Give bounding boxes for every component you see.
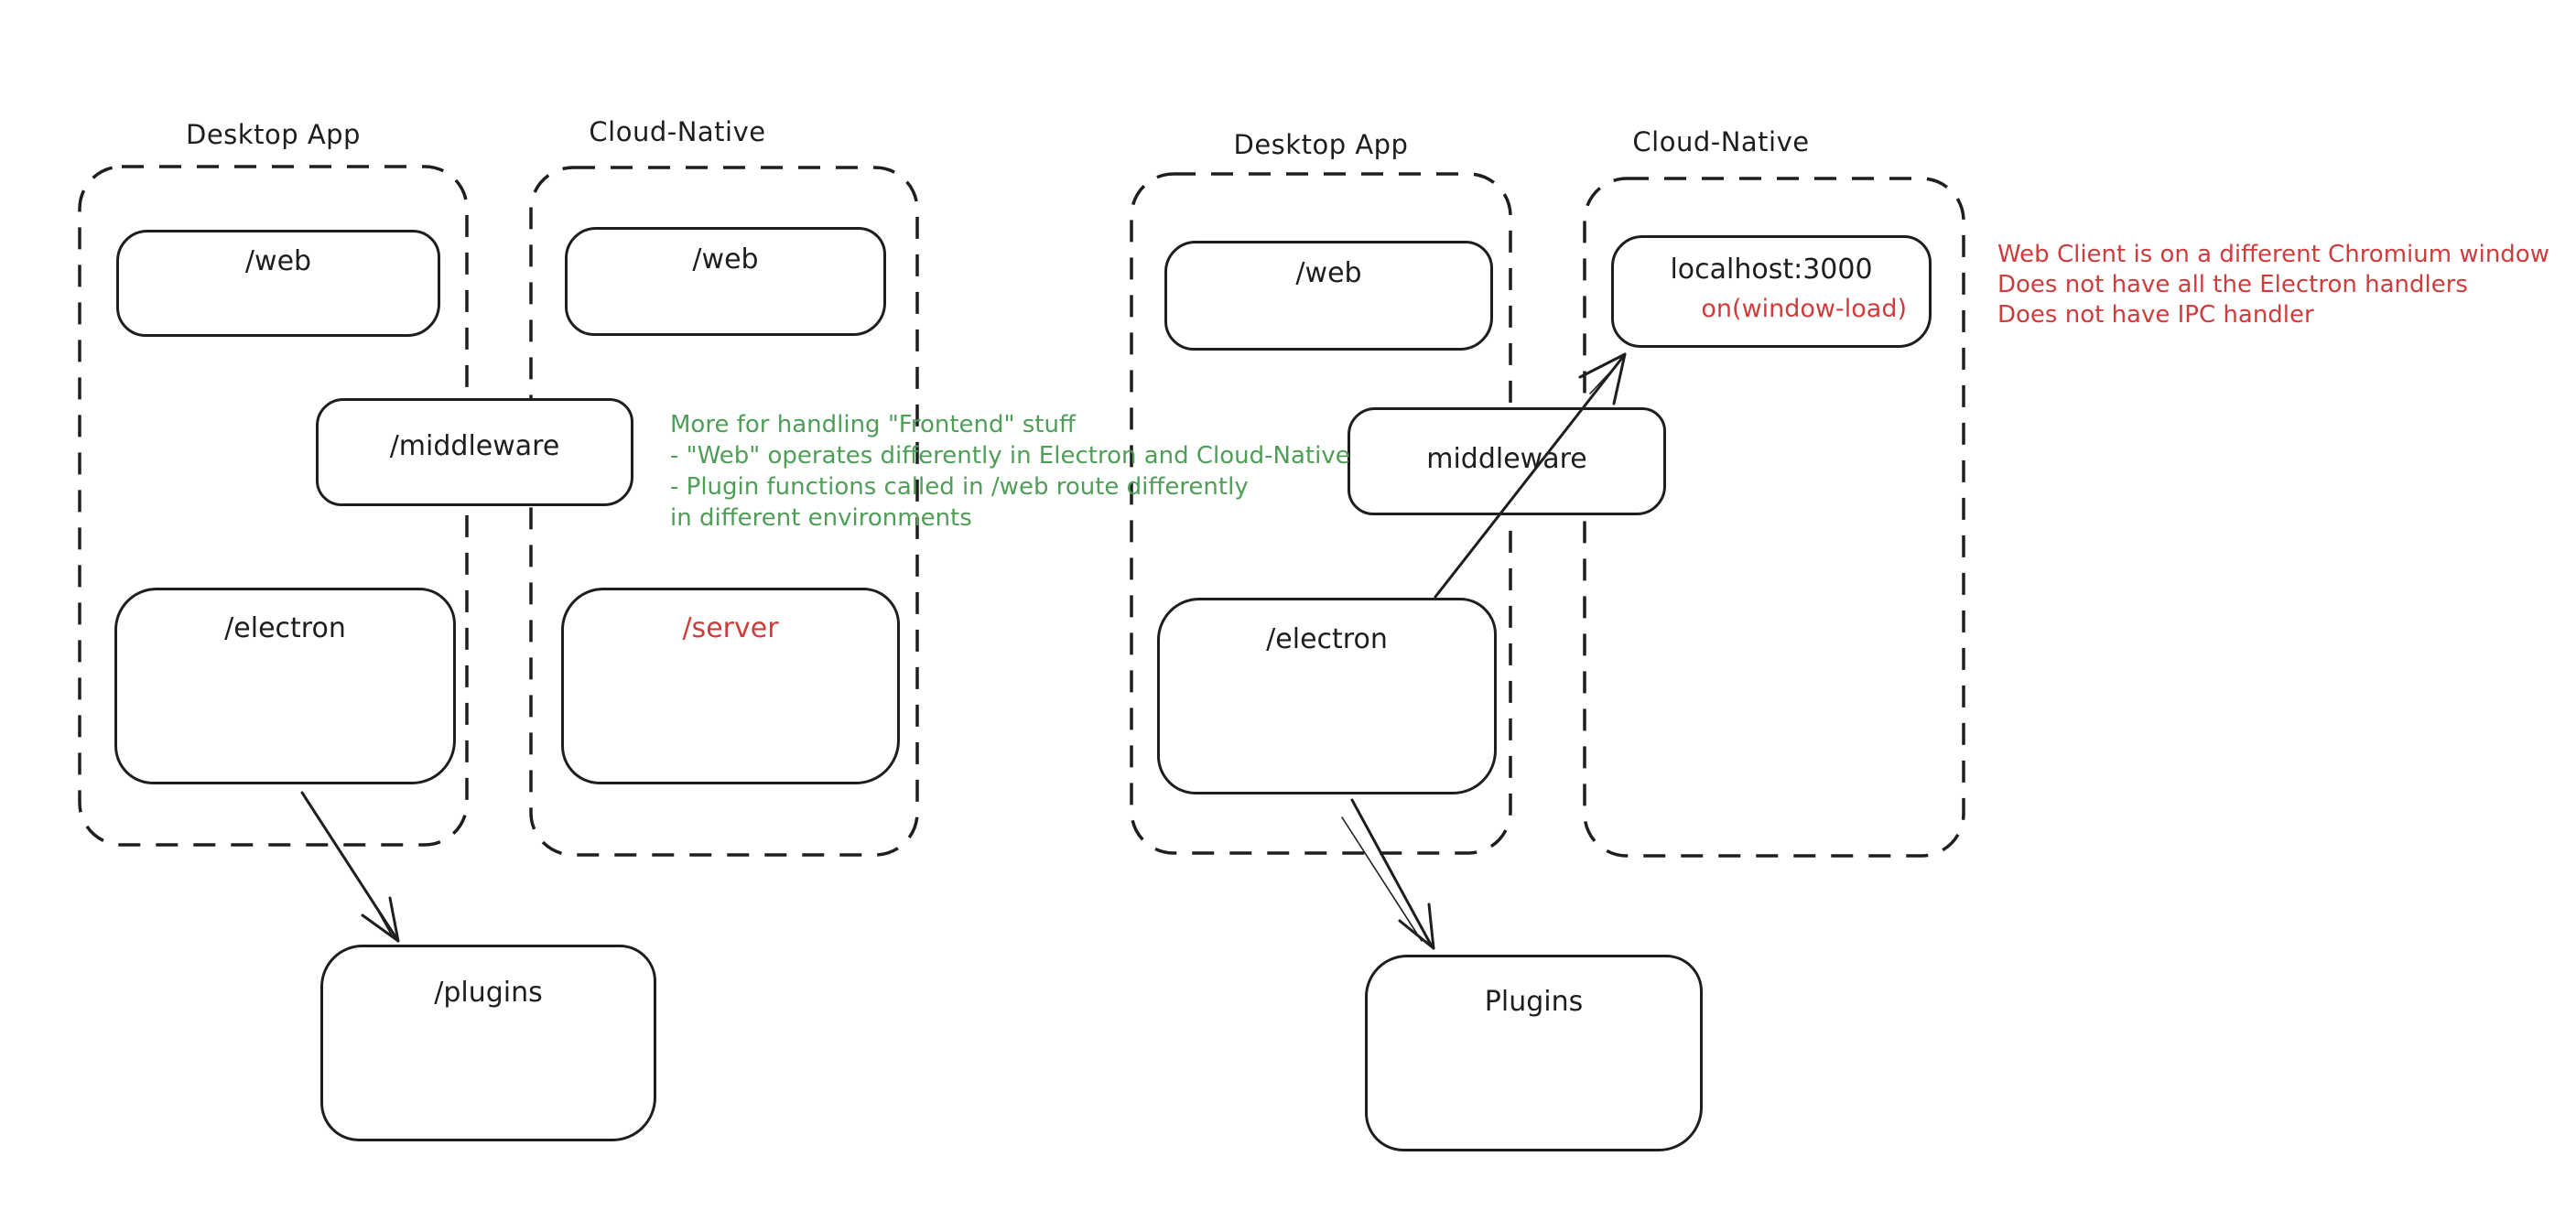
right-localhost-box: localhost:3000 on(window-load) (1611, 235, 1932, 348)
right-middleware-label: middleware (1426, 443, 1587, 475)
right-middleware-box: middleware (1348, 407, 1666, 515)
arrow-right-electron-to-plugins (1341, 798, 1435, 950)
red-note: Web Client is on a different Chromium wi… (1997, 240, 2549, 330)
right-plugins-label: Plugins (1484, 986, 1584, 1018)
left-desktop-web-box: /web (116, 230, 440, 337)
right-desktop-web-box: /web (1164, 241, 1493, 351)
left-cloud-native-title: Cloud-Native (589, 116, 766, 147)
right-desktop-web-label: /web (1295, 257, 1362, 289)
left-plugins-label: /plugins (434, 977, 543, 1009)
left-middleware-box: /middleware (316, 398, 633, 506)
left-electron-label: /electron (224, 612, 346, 644)
arrow-left-electron-to-plugins (300, 791, 400, 943)
green-note-line-2: - "Web" operates differently in Electron… (670, 442, 1350, 470)
right-electron-box: /electron (1157, 598, 1497, 794)
right-desktop-app-title: Desktop App (1233, 129, 1409, 160)
red-note-line-1: Web Client is on a different Chromium wi… (1997, 241, 2549, 268)
green-note: More for handling "Frontend" stuff - "We… (670, 409, 1350, 534)
red-note-line-2: Does not have all the Electron handlers (1997, 271, 2468, 298)
right-localhost-label: localhost:3000 (1670, 254, 1873, 286)
left-middleware-label: /middleware (389, 430, 560, 462)
left-plugins-box: /plugins (320, 945, 656, 1141)
green-note-line-4: in different environments (670, 504, 972, 532)
red-note-line-3: Does not have IPC handler (1997, 301, 2314, 329)
left-cloud-web-box: /web (565, 227, 886, 336)
left-cloud-web-label: /web (692, 243, 759, 276)
left-server-box: /server (561, 588, 900, 784)
left-server-label: /server (682, 612, 779, 644)
left-desktop-app-title: Desktop App (186, 119, 361, 150)
right-electron-label: /electron (1266, 623, 1388, 655)
right-plugins-box: Plugins (1365, 955, 1703, 1151)
green-note-line-3: - Plugin functions called in /web route … (670, 473, 1249, 501)
left-desktop-web-label: /web (244, 245, 312, 277)
left-electron-box: /electron (114, 588, 456, 784)
right-on-window-load-label: on(window-load) (1701, 295, 1907, 323)
right-cloud-native-title: Cloud-Native (1632, 126, 1810, 157)
green-note-line-1: More for handling "Frontend" stuff (670, 411, 1076, 438)
